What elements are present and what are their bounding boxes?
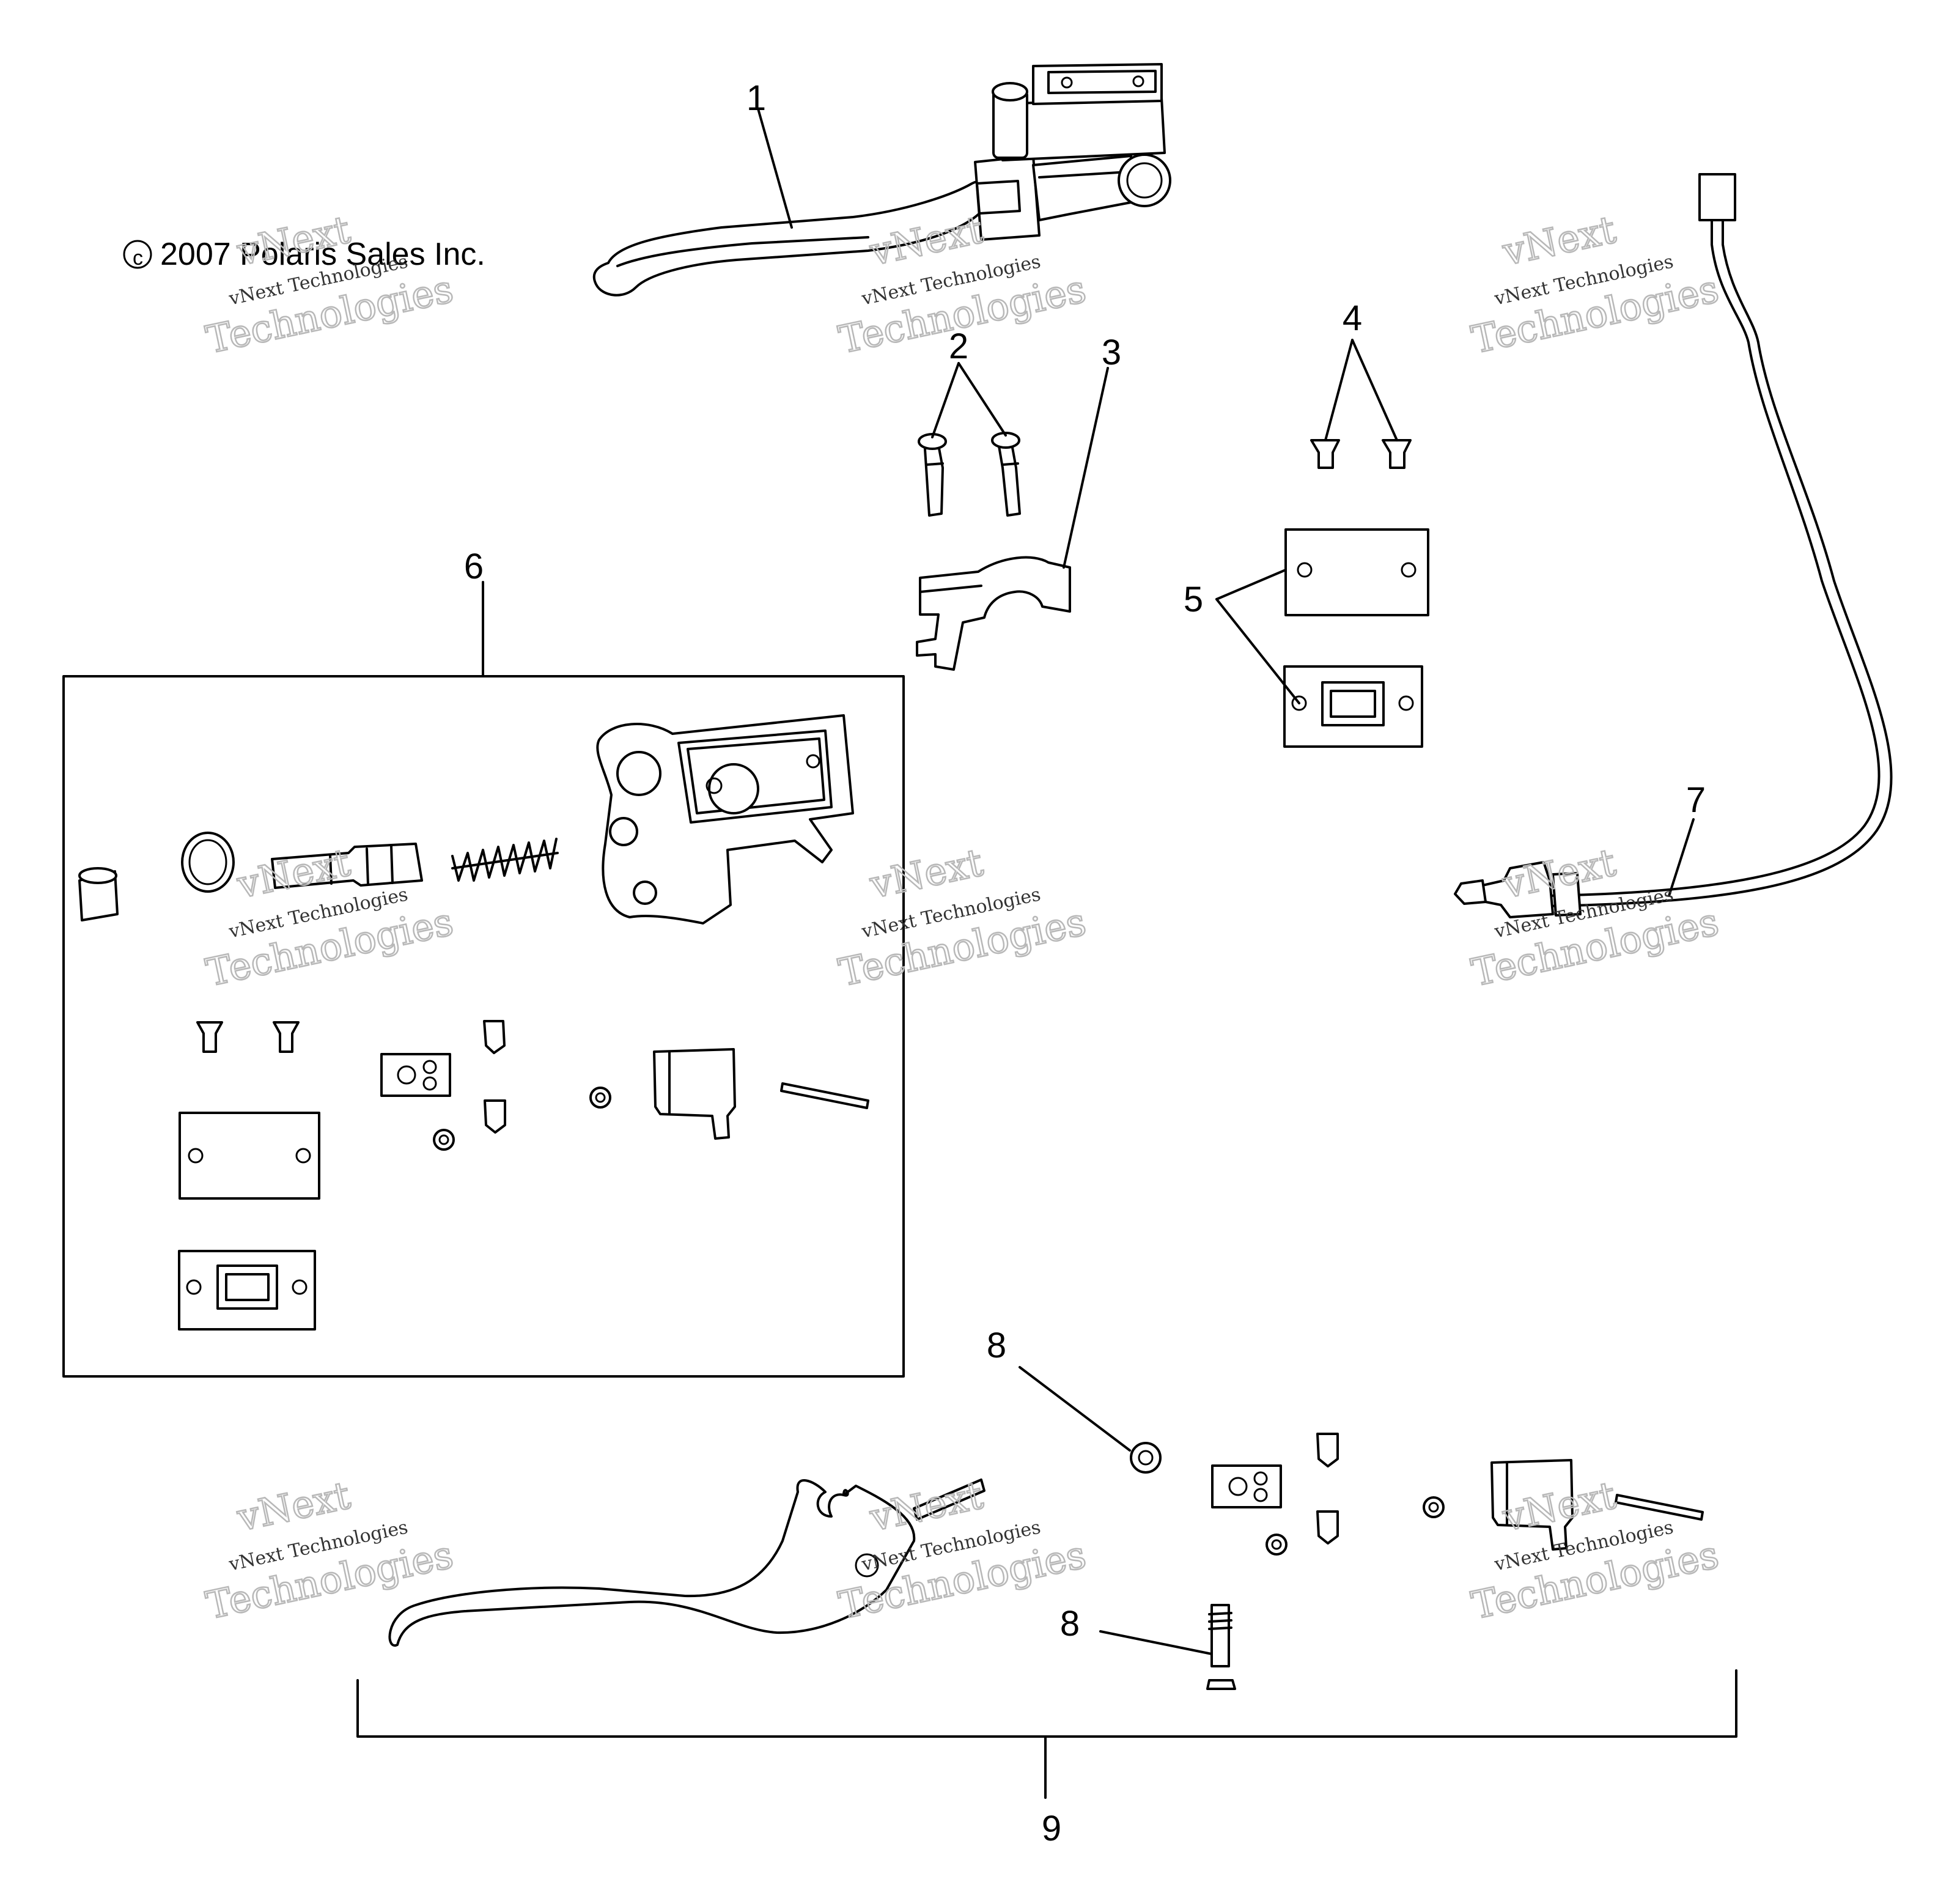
callout-8-nut: 8 xyxy=(987,1326,1006,1365)
watermark: vNext vNext Technologies Technologies xyxy=(834,839,1091,995)
part-2-screws xyxy=(918,432,1021,517)
callout-5: 5 xyxy=(1184,580,1203,619)
part-4-screws xyxy=(1310,439,1412,469)
part-7-brake-switch-cable xyxy=(1454,173,1893,918)
part-6-rebuild-kit xyxy=(62,675,905,1378)
svg-text:vNext: vNext xyxy=(866,840,987,907)
part-5-cover-and-diaphragm xyxy=(1283,528,1429,748)
watermark: vNext vNext Technologies Technologies xyxy=(1467,206,1723,363)
watermark: vNext vNext Technologies Technologies xyxy=(202,206,458,363)
part-1-master-cylinder-assembly xyxy=(592,63,1171,297)
callout-8-bolt: 8 xyxy=(1060,1604,1080,1644)
svg-text:vNext: vNext xyxy=(1498,207,1619,274)
svg-text:vNext: vNext xyxy=(233,1472,354,1540)
watermark: vNext vNext Technologies Technologies xyxy=(202,1472,458,1628)
callout-4: 4 xyxy=(1343,298,1362,338)
part-9-lever-kit xyxy=(356,1433,1737,1738)
callout-3: 3 xyxy=(1102,333,1121,372)
svg-text:vNext: vNext xyxy=(233,840,354,907)
copyright-notice: c 2007 Polaris Sales Inc. xyxy=(123,237,485,272)
svg-text:vNext: vNext xyxy=(866,1472,987,1540)
callout-6: 6 xyxy=(464,547,484,586)
watermark: vNext vNext Technologies Technologies xyxy=(1467,1472,1723,1628)
callout-1: 1 xyxy=(746,78,766,118)
watermark: vNext vNext Technologies Technologies xyxy=(1467,839,1723,995)
callout-9: 9 xyxy=(1042,1809,1061,1848)
copyright-text: 2007 Polaris Sales Inc. xyxy=(160,237,485,272)
callout-7: 7 xyxy=(1686,780,1706,820)
part-3-clamp xyxy=(916,556,1071,671)
callout-labels: 1 2 3 4 5 6 7 8 8 9 xyxy=(464,78,1706,1848)
copyright-symbol: c xyxy=(133,246,143,270)
leader-lines xyxy=(482,108,1695,1799)
watermarks: vNext vNext Technologies Technologies vN… xyxy=(202,206,1723,1628)
callout-2: 2 xyxy=(949,327,968,366)
